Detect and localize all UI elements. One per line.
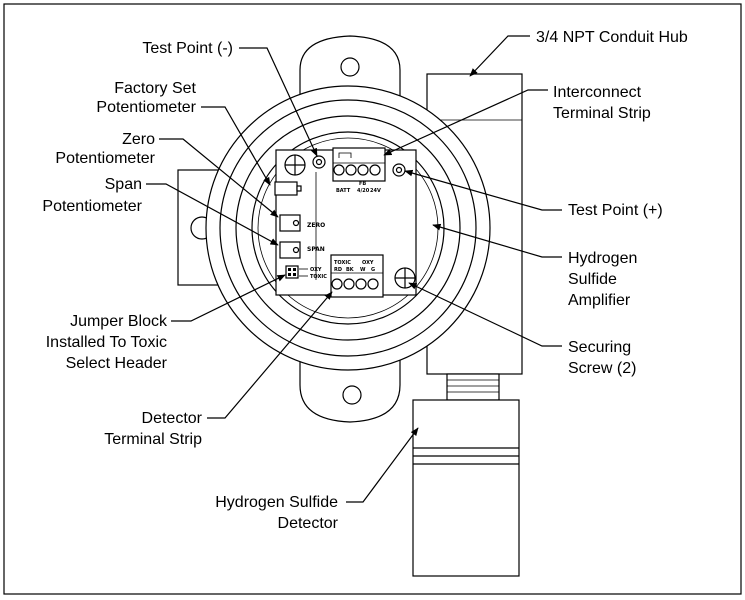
label-test-point-plus: Test Point (+) bbox=[568, 202, 663, 219]
bk-label: BK bbox=[346, 267, 355, 273]
zero-potentiometer bbox=[279, 214, 301, 232]
label-span-line2: Potentiometer bbox=[42, 198, 142, 215]
factory-set-potentiometer bbox=[274, 181, 302, 196]
label-amplifier-line3: Amplifier bbox=[568, 292, 631, 309]
toxic-label: TOXIC bbox=[334, 260, 351, 266]
label-factory-set-line1: Factory Set bbox=[114, 80, 196, 97]
label-detector-strip-line1: Detector bbox=[142, 410, 203, 427]
leader-lines bbox=[146, 35, 562, 503]
label-detector-strip-line2: Terminal Strip bbox=[104, 431, 202, 448]
w-label: W bbox=[360, 267, 366, 273]
label-securing-line1: Securing bbox=[568, 339, 631, 356]
label-detector-line1: Hydrogen Sulfide bbox=[215, 494, 338, 511]
label-conduit-hub: 3/4 NPT Conduit Hub bbox=[536, 29, 688, 46]
label-test-point-minus: Test Point (-) bbox=[142, 40, 233, 57]
figure-frame bbox=[3, 3, 742, 595]
fb-label: FB bbox=[359, 181, 366, 187]
span-label: SPAN bbox=[307, 246, 325, 253]
label-jumper-line2: Installed To Toxic bbox=[46, 334, 167, 351]
oxy-label: OXY bbox=[362, 260, 374, 266]
v24-label: 24V bbox=[370, 188, 381, 194]
ma-label: 4/20 bbox=[357, 188, 370, 194]
rd-label: RD bbox=[334, 267, 342, 273]
jumper-oxy-label: OXY bbox=[310, 267, 322, 273]
test-point-minus bbox=[312, 155, 326, 169]
jumper-toxic-label: TOXIC bbox=[310, 274, 327, 280]
label-securing-line2: Screw (2) bbox=[568, 360, 636, 377]
label-interconnect-line1: Interconnect bbox=[553, 84, 642, 101]
securing-screw-top bbox=[284, 154, 306, 176]
label-interconnect-line2: Terminal Strip bbox=[553, 105, 651, 122]
test-point-plus bbox=[392, 163, 406, 177]
g-label: G bbox=[371, 267, 375, 273]
interconnect-terminal-strip bbox=[332, 147, 386, 182]
label-zero-line1: Zero bbox=[122, 131, 155, 148]
label-detector-line2: Detector bbox=[278, 515, 339, 532]
label-amplifier-line1: Hydrogen bbox=[568, 250, 637, 267]
label-zero-line2: Potentiometer bbox=[55, 150, 155, 167]
span-potentiometer bbox=[279, 241, 301, 259]
detector-terminal-strip bbox=[330, 254, 384, 298]
hydrogen-sulfide-detector bbox=[412, 373, 520, 577]
label-span-line1: Span bbox=[105, 176, 142, 193]
label-jumper-line3: Select Header bbox=[66, 355, 168, 372]
label-jumper-line1: Jumper Block bbox=[70, 313, 168, 330]
zero-label: ZERO bbox=[307, 222, 325, 229]
label-amplifier-line2: Sulfide bbox=[568, 271, 617, 288]
label-factory-set-line2: Potentiometer bbox=[96, 99, 196, 116]
batt-label: BATT bbox=[336, 188, 351, 194]
jumper-block bbox=[285, 265, 299, 279]
